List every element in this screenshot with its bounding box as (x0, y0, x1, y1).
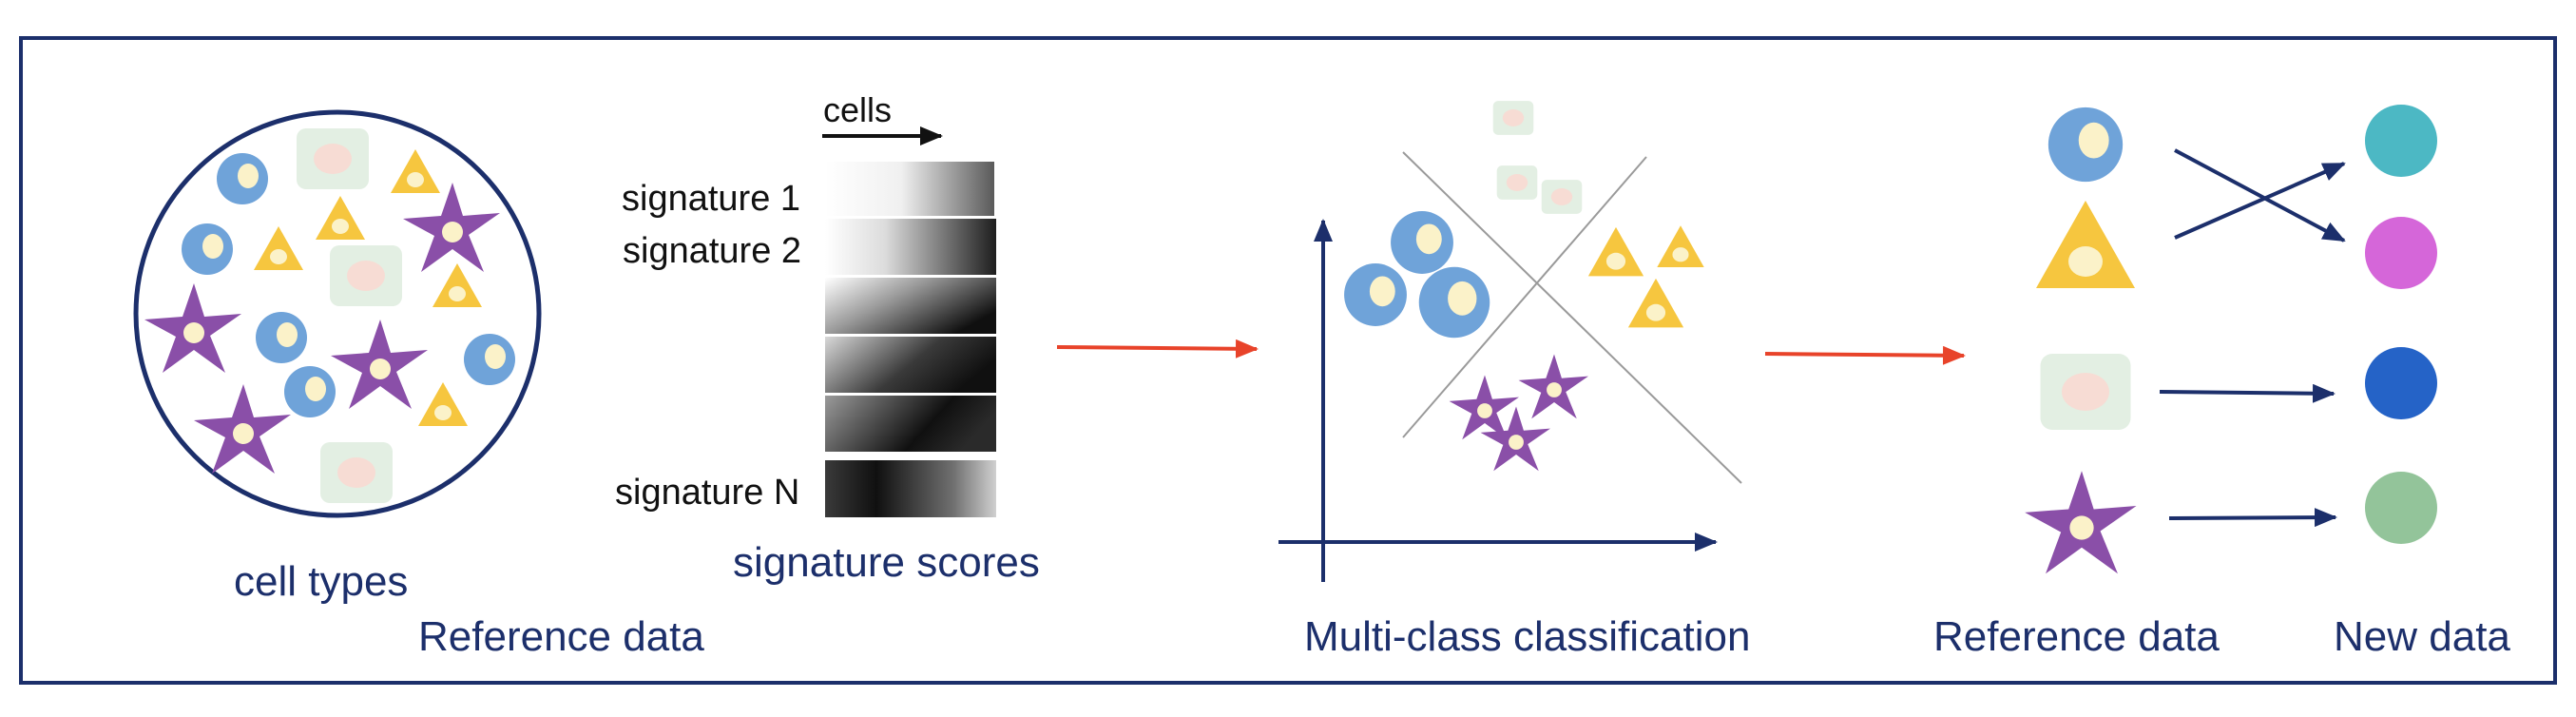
signature-heatmap (825, 162, 996, 517)
blue-cell-icon (182, 223, 233, 275)
new-teal-cell-icon (2365, 105, 2437, 177)
classification-plot (1278, 101, 1742, 582)
outer-frame (19, 36, 2557, 685)
signature-row-label: signature 1 (622, 179, 801, 219)
signature-scores-label: signature scores (733, 539, 1040, 586)
green-cell-icon (330, 245, 402, 306)
blue-cell-icon (256, 312, 307, 363)
cell-types-label: cell types (234, 558, 409, 605)
blue-cell-icon (217, 153, 268, 204)
yellow-cell-icon (1657, 225, 1704, 267)
flow-arrow-2 (1764, 345, 1966, 365)
yellow-cell-icon (1627, 278, 1684, 328)
blue-cell-icon (284, 366, 336, 417)
signature-row-label: signature N (615, 473, 800, 513)
new-magenta-cell-icon (2365, 217, 2437, 289)
mapping-arrow (2168, 508, 2337, 528)
green-cell-icon (1492, 101, 1534, 135)
green-cell-icon (297, 128, 369, 189)
mapping-arrow (2174, 162, 2346, 240)
reference-data-label: Reference data (1933, 613, 2220, 660)
cells-label: cells (823, 90, 893, 129)
mapping-arrow (2159, 383, 2336, 403)
decision-boundary (1402, 156, 1647, 438)
yellow-cell-icon (1587, 226, 1644, 277)
new-green-cell-icon (2365, 472, 2437, 544)
reference-to-new-mapping (2025, 105, 2437, 574)
blue-cell-icon (1418, 266, 1490, 339)
classification-label: Multi-class classification (1304, 613, 1751, 660)
cell-type-circle (133, 109, 542, 518)
green-cell-icon (1496, 165, 1538, 200)
new-data-label: New data (2334, 613, 2510, 660)
mapping-arrow (2174, 148, 2346, 242)
blue-cell-icon (1344, 263, 1407, 326)
signature-row-label: signature 2 (623, 231, 802, 271)
reference-data-label: Reference data (418, 613, 704, 660)
green-cell-icon (1541, 180, 1583, 214)
blue-cell-icon (464, 334, 515, 385)
green-cell-icon (320, 442, 393, 503)
new-blue-cell-icon (2365, 347, 2437, 419)
flow-arrow-1 (1056, 339, 1259, 358)
yellow-cell-icon (2036, 201, 2135, 288)
purple-cell-icon (2025, 471, 2137, 574)
purple-cell-icon (1518, 354, 1588, 419)
decision-boundary (1402, 151, 1742, 484)
blue-cell-icon (2047, 107, 2124, 183)
green-cell-icon (2040, 354, 2131, 430)
blue-cell-icon (1391, 211, 1453, 274)
